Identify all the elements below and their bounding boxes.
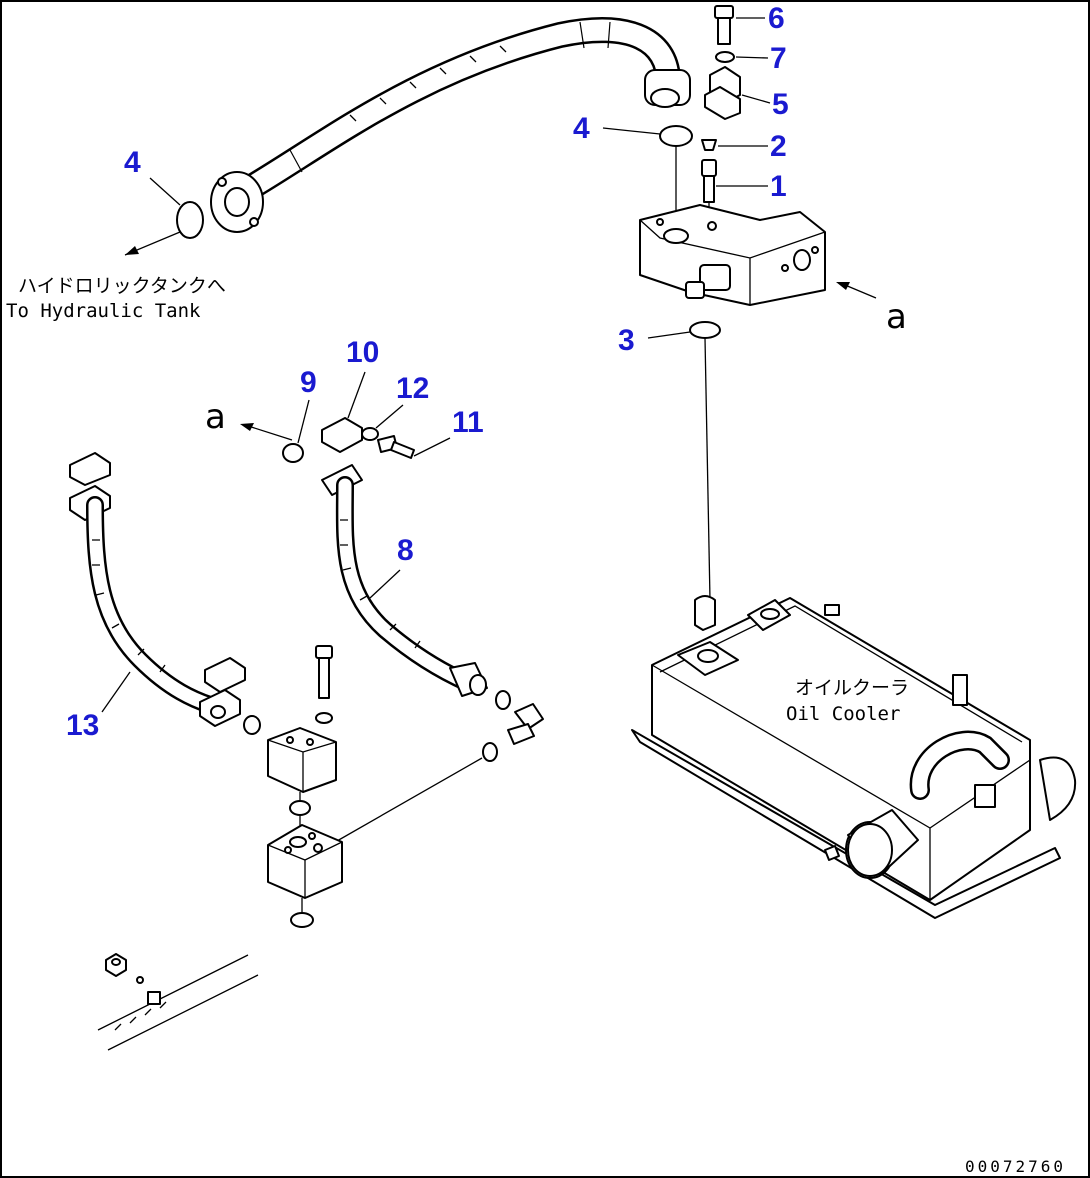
washer-12 (361, 427, 379, 441)
hose-8 (321, 464, 488, 697)
return-hose-to-tank (242, 17, 682, 198)
oil-cooler (631, 595, 1077, 919)
lower-block (267, 824, 343, 899)
upper-block (267, 727, 337, 793)
bolt-1 (701, 159, 717, 203)
callout-5: 5 (772, 88, 789, 121)
callout-3: 3 (618, 324, 635, 357)
reference-arrow-a-right (844, 284, 877, 299)
tank-hose-elbow-fitting (644, 69, 691, 108)
callout-11: 11 (452, 406, 484, 439)
plug-2 (701, 139, 717, 151)
washer-7 (715, 51, 735, 63)
o-ring-small-1 (495, 690, 511, 710)
o-ring-block-bottom (290, 912, 314, 928)
cooler-label-english: Oil Cooler (786, 703, 900, 725)
reference-a-left: a (205, 397, 226, 437)
o-ring-4-valve (659, 125, 693, 147)
callout-8: 8 (397, 534, 414, 567)
tank-label-japanese: ハイドロリックタンクへ (18, 275, 226, 297)
bolt-11 (377, 435, 415, 459)
callout-6: 6 (768, 2, 785, 35)
reference-a-right: a (886, 297, 907, 337)
drawing-number: 00072760 (965, 1157, 1066, 1176)
bolt-long (315, 645, 333, 699)
o-ring-small-3 (243, 715, 261, 735)
o-ring-small-2 (482, 742, 498, 762)
split-flange-10 (321, 417, 363, 453)
bolt-6 (714, 5, 734, 45)
callout-13: 13 (66, 709, 99, 742)
hose-13 (69, 452, 246, 727)
o-ring-9 (282, 443, 304, 463)
callout-9: 9 (300, 366, 317, 399)
callout-10: 10 (346, 336, 379, 369)
tank-hose-flange (210, 171, 264, 233)
cooler-label-japanese: オイルクーラ (795, 677, 909, 699)
tank-label-english: To Hydraulic Tank (6, 300, 201, 322)
o-ring-3 (689, 321, 721, 339)
callout-1: 1 (770, 170, 787, 203)
reference-arrow-a-left (244, 424, 293, 441)
callout-12: 12 (396, 372, 429, 405)
elbow-connector (507, 703, 544, 745)
callout-2: 2 (770, 130, 787, 163)
o-ring-4-tank-side (176, 201, 204, 239)
frame-rail (97, 953, 259, 1051)
o-ring-block-mid (289, 800, 311, 816)
callout-4-left: 4 (124, 146, 141, 179)
split-flange-5 (704, 66, 741, 120)
callout-7: 7 (770, 42, 787, 75)
valve-block (639, 204, 826, 306)
callout-4-right: 4 (573, 112, 590, 145)
washer-long (315, 712, 333, 724)
